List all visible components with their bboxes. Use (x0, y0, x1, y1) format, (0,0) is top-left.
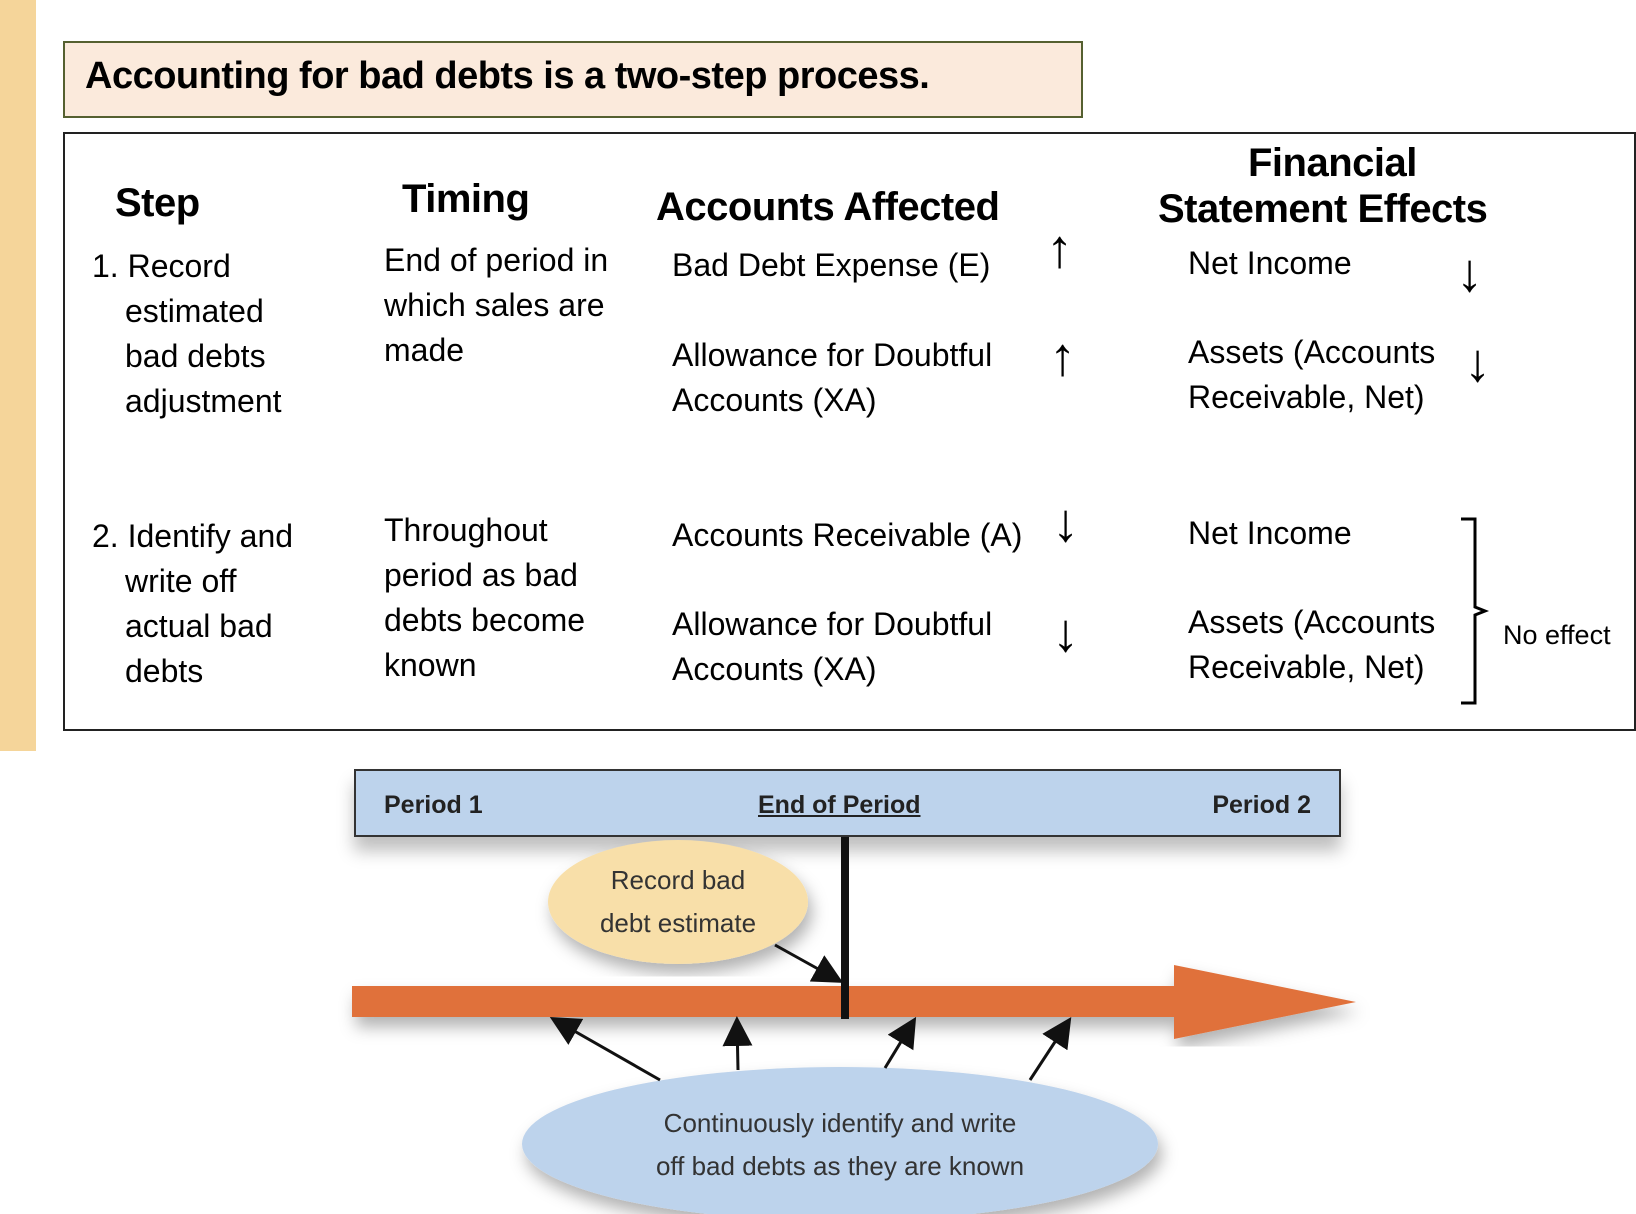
arrow-down-icon: ↓ (1052, 493, 1079, 553)
timeline-arrow (352, 965, 1356, 1039)
arrow-down-icon: ↓ (1464, 333, 1491, 393)
header-fs-2: Statement Effects (1158, 187, 1488, 231)
estimate-bubble (548, 840, 808, 964)
arrow-icon (722, 1016, 753, 1071)
header-step: Step (115, 181, 200, 225)
effect-net-income-1: Net Income (1188, 245, 1352, 281)
arrow-up-icon: ↑ (1049, 327, 1076, 387)
arrow-up-icon: ↑ (1046, 219, 1073, 279)
no-effect-label: No effect (1503, 620, 1611, 650)
effect-net-income-2: Net Income (1188, 515, 1352, 551)
period-2-label: Period 2 (1212, 791, 1311, 819)
end-of-period-label: End of Period (758, 791, 921, 819)
callout-box: Accounting for bad debts is a two-step p… (63, 41, 1083, 118)
arrow-icon (1028, 1016, 1072, 1081)
account-bad-debt-expense: Bad Debt Expense (E) (672, 247, 991, 283)
arrow-icon (549, 1017, 661, 1082)
right-brace-icon (1461, 517, 1490, 705)
header-fs-1: Financial (1248, 141, 1417, 185)
arrow-icon (883, 1016, 917, 1069)
arrow-down-icon: ↓ (1052, 603, 1079, 663)
header-accounts: Accounts Affected (656, 185, 1000, 229)
header-timing: Timing (402, 177, 530, 221)
bad-debts-table (63, 132, 1636, 731)
arrow-down-icon: ↓ (1456, 243, 1483, 303)
writeoff-bubble (522, 1067, 1158, 1214)
slide-accent-bar (0, 0, 36, 751)
arrow-icon (774, 943, 844, 983)
period-band: Period 1 End of Period Period 2 (354, 769, 1341, 837)
period-1-label: Period 1 (384, 791, 483, 819)
account-receivable: Accounts Receivable (A) (672, 517, 1023, 553)
